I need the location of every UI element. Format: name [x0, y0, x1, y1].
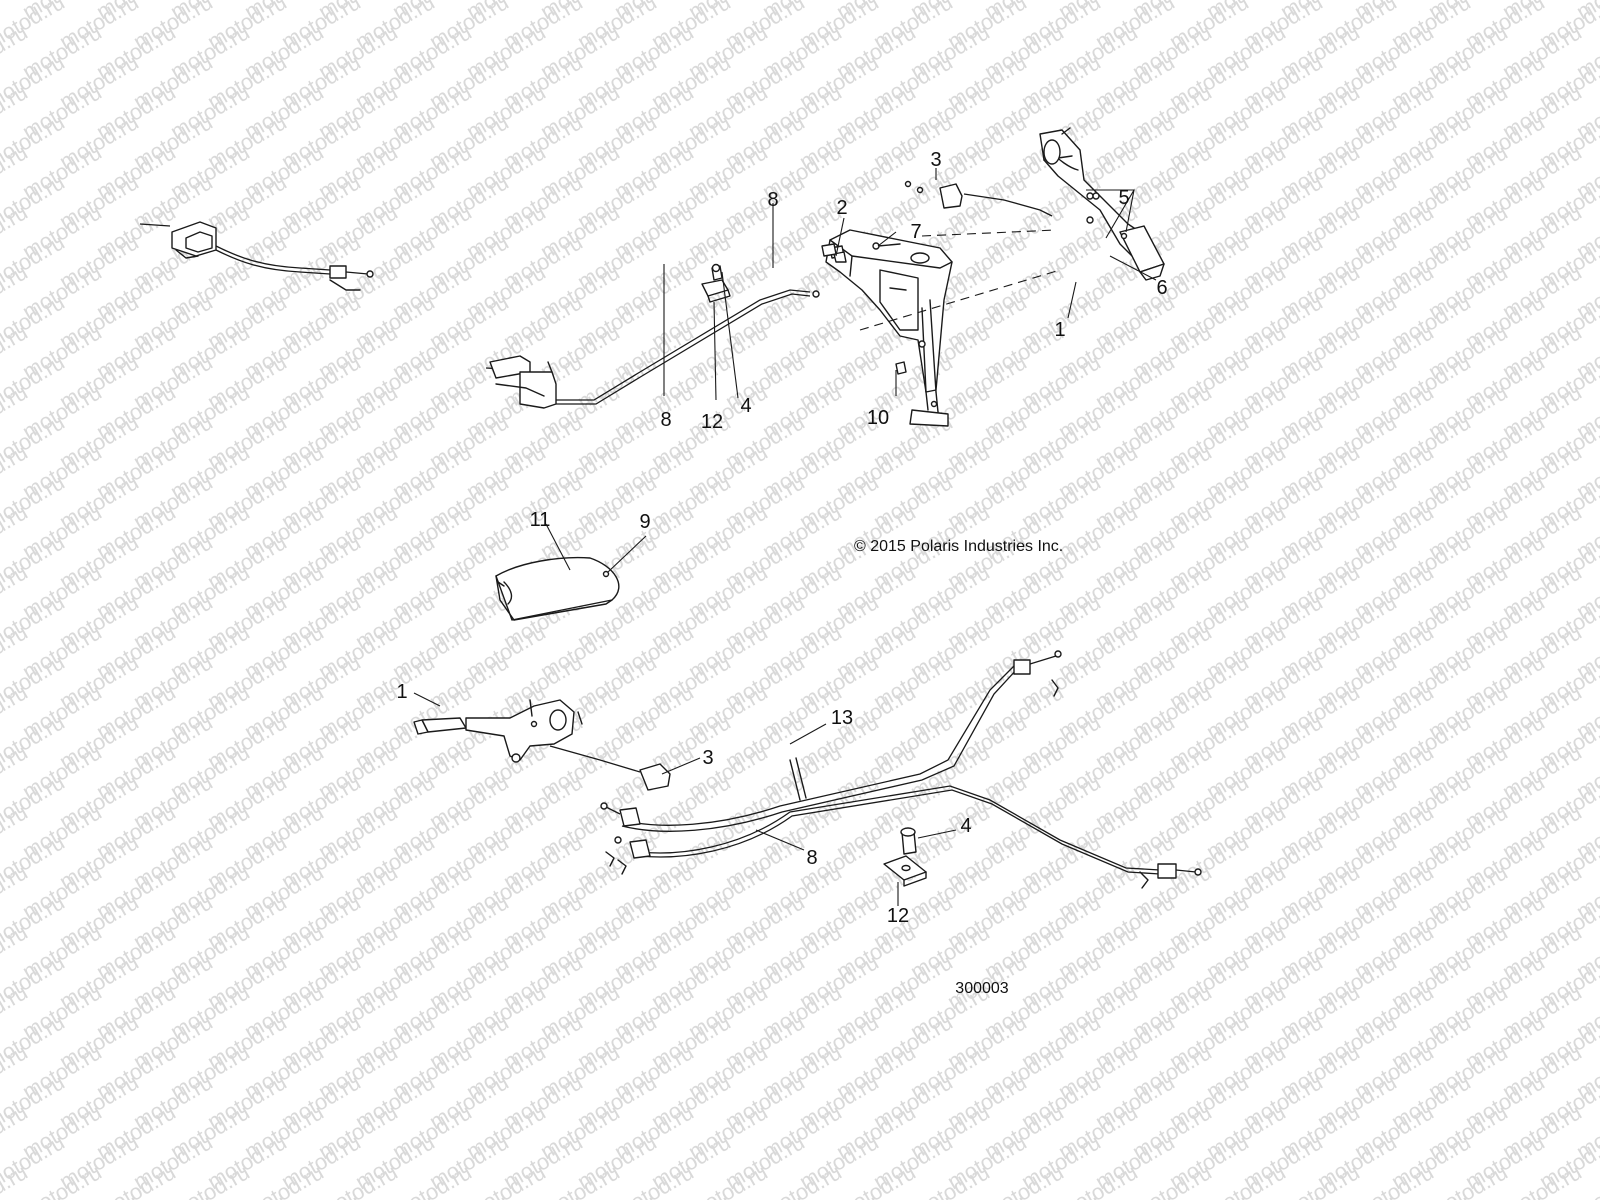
callout-top-5: 5: [1118, 187, 1129, 209]
callout-top-2: 2: [836, 197, 847, 219]
callout-bottom-13: 13: [831, 707, 853, 729]
callout-bottom-8: 8: [806, 847, 817, 869]
callout-bottom-3: 3: [702, 747, 713, 769]
callout-top-7: 7: [910, 221, 921, 243]
callout-top-8b: 8: [660, 409, 671, 431]
callout-top-8a: 8: [767, 189, 778, 211]
callout-mid-9: 9: [639, 511, 650, 533]
cable-stop-3: [939, 183, 963, 209]
figure-number: 300003: [955, 980, 1008, 997]
callout-bottom-12: 12: [887, 905, 909, 927]
copyright-notice: © 2015 Polaris Industries Inc.: [854, 538, 1063, 555]
nut-10: [821, 243, 837, 257]
callout-top-1: 1: [1054, 319, 1065, 341]
callout-bottom-4: 4: [960, 815, 971, 837]
callout-top-10: 10: [867, 407, 889, 429]
callout-top-12: 12: [701, 411, 723, 433]
callout-bottom-1: 1: [396, 681, 407, 703]
callout-top-3: 3: [930, 149, 941, 171]
callout-mid-11: 11: [530, 509, 551, 531]
callout-top-6: 6: [1156, 277, 1167, 299]
callout-top-4: 4: [740, 395, 751, 417]
